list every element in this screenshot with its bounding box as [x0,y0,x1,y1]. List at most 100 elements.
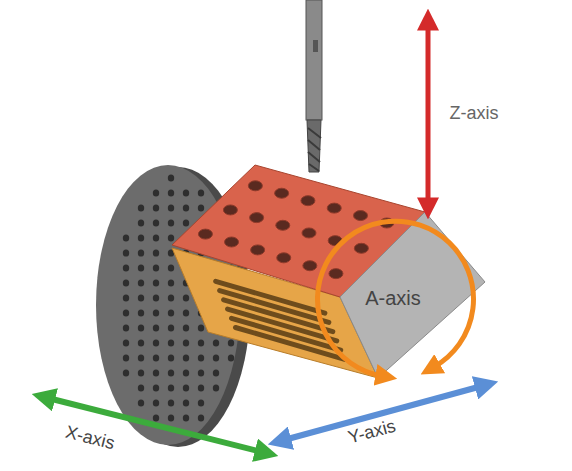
block-slots [216,281,345,359]
plate-hole [213,384,219,391]
plate-hole [168,264,174,271]
plate-hole [198,414,204,421]
plate-hole [138,369,144,376]
plate-hole [138,234,144,241]
plate-hole [168,369,174,376]
block-hole [301,196,315,206]
plate-hole [213,369,219,376]
plate-hole [123,279,129,286]
plate-hole [153,399,159,406]
plate-hole [168,399,174,406]
plate-hole [183,219,189,226]
plate-hole [153,294,159,301]
block-hole [250,213,264,223]
plate-hole [198,354,204,361]
block-hole [277,253,291,263]
plate-hole [168,174,174,181]
a-arrow [317,221,473,376]
plate-hole [168,219,174,226]
axis-label: Z-axis [450,103,499,124]
plate-hole [213,354,219,361]
plate-hole [123,234,129,241]
block-hole [329,269,343,279]
plate-hole [123,354,129,361]
plate-hole [183,354,189,361]
plate-hole [183,384,189,391]
plate-hole [153,354,159,361]
block-hole [223,205,237,215]
plate-hole [168,189,174,196]
plate-hole [153,369,159,376]
plate-hole [153,204,159,211]
plate-hole [138,339,144,346]
plate-hole [198,369,204,376]
plate-hole [153,324,159,331]
plate-hole [153,279,159,286]
block-end [340,212,485,378]
plate-hole [168,324,174,331]
plate-hole [198,204,204,211]
plate-hole [198,339,204,346]
plate-hole [183,369,189,376]
block-hole [303,261,317,271]
plate-hole [183,324,189,331]
plate-hole [198,384,204,391]
plate-hole [123,324,129,331]
tool-flat [313,40,318,52]
axis-label: X-axis [63,422,117,454]
plate-hole [138,399,144,406]
plate-hole [168,414,174,421]
plate-hole [123,264,129,271]
plate-hole [168,204,174,211]
plate-hole [168,234,174,241]
plate-hole [123,309,129,316]
plate-hole [183,294,189,301]
plate-hole [138,279,144,286]
plate-hole [138,249,144,256]
flute-lines [308,128,321,171]
block-hole [225,237,239,247]
plate-hole [138,204,144,211]
plate-hole [138,264,144,271]
plate-hole [123,249,129,256]
z-arrow [426,24,431,204]
plate-hole [183,189,189,196]
plate-hole [168,309,174,316]
plate-hole [213,339,219,346]
block-hole [354,243,368,253]
block-hole [275,188,289,198]
axis-label: A-axis [365,287,421,310]
plate-hole [183,204,189,211]
plate-hole [153,309,159,316]
block-hole [251,245,265,255]
plate-hole [153,234,159,241]
block-hole [302,228,316,238]
tool-shank [306,0,322,120]
plate-hole [168,279,174,286]
plate-hole [228,354,234,361]
plate-hole [123,339,129,346]
block-hole [198,229,212,239]
plate-hole [183,414,189,421]
plate-hole [198,189,204,196]
plate-hole [153,189,159,196]
plate-hole [168,384,174,391]
plate-hole [153,219,159,226]
plate-hole [168,354,174,361]
plate-hole [138,309,144,316]
plate-hole [153,264,159,271]
block-hole [354,211,368,221]
plate-hole [153,339,159,346]
plate-hole [138,324,144,331]
plate-hole [198,399,204,406]
plate-hole [138,294,144,301]
plate-hole [153,414,159,421]
block-hole [327,203,341,213]
plate-hole [138,354,144,361]
plate-hole [138,384,144,391]
block-hole [248,181,262,191]
plate-hole [138,219,144,226]
plate-hole [198,324,204,331]
